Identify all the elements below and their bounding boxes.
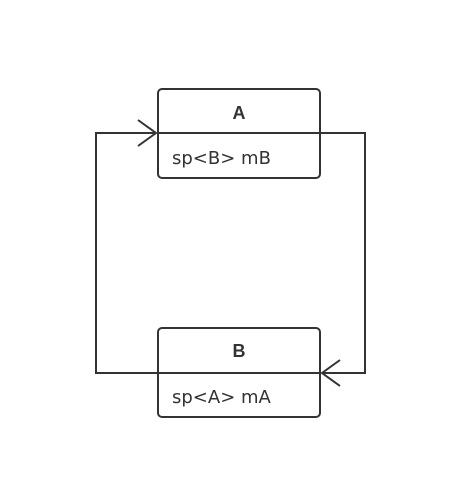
association-a-to-b: [320, 132, 366, 374]
arrowhead-into-b: [320, 359, 341, 387]
class-a-member: sp<B> mB: [172, 148, 271, 169]
class-b-member: sp<A> mA: [172, 387, 272, 408]
class-b-name: B: [233, 341, 246, 361]
class-box-a[interactable]: A sp<B> mB: [157, 88, 321, 179]
arrowhead-into-a: [137, 119, 158, 147]
association-b-to-a: [95, 132, 158, 374]
class-a-name: A: [233, 103, 246, 123]
class-box-b[interactable]: B sp<A> mA: [157, 327, 321, 418]
